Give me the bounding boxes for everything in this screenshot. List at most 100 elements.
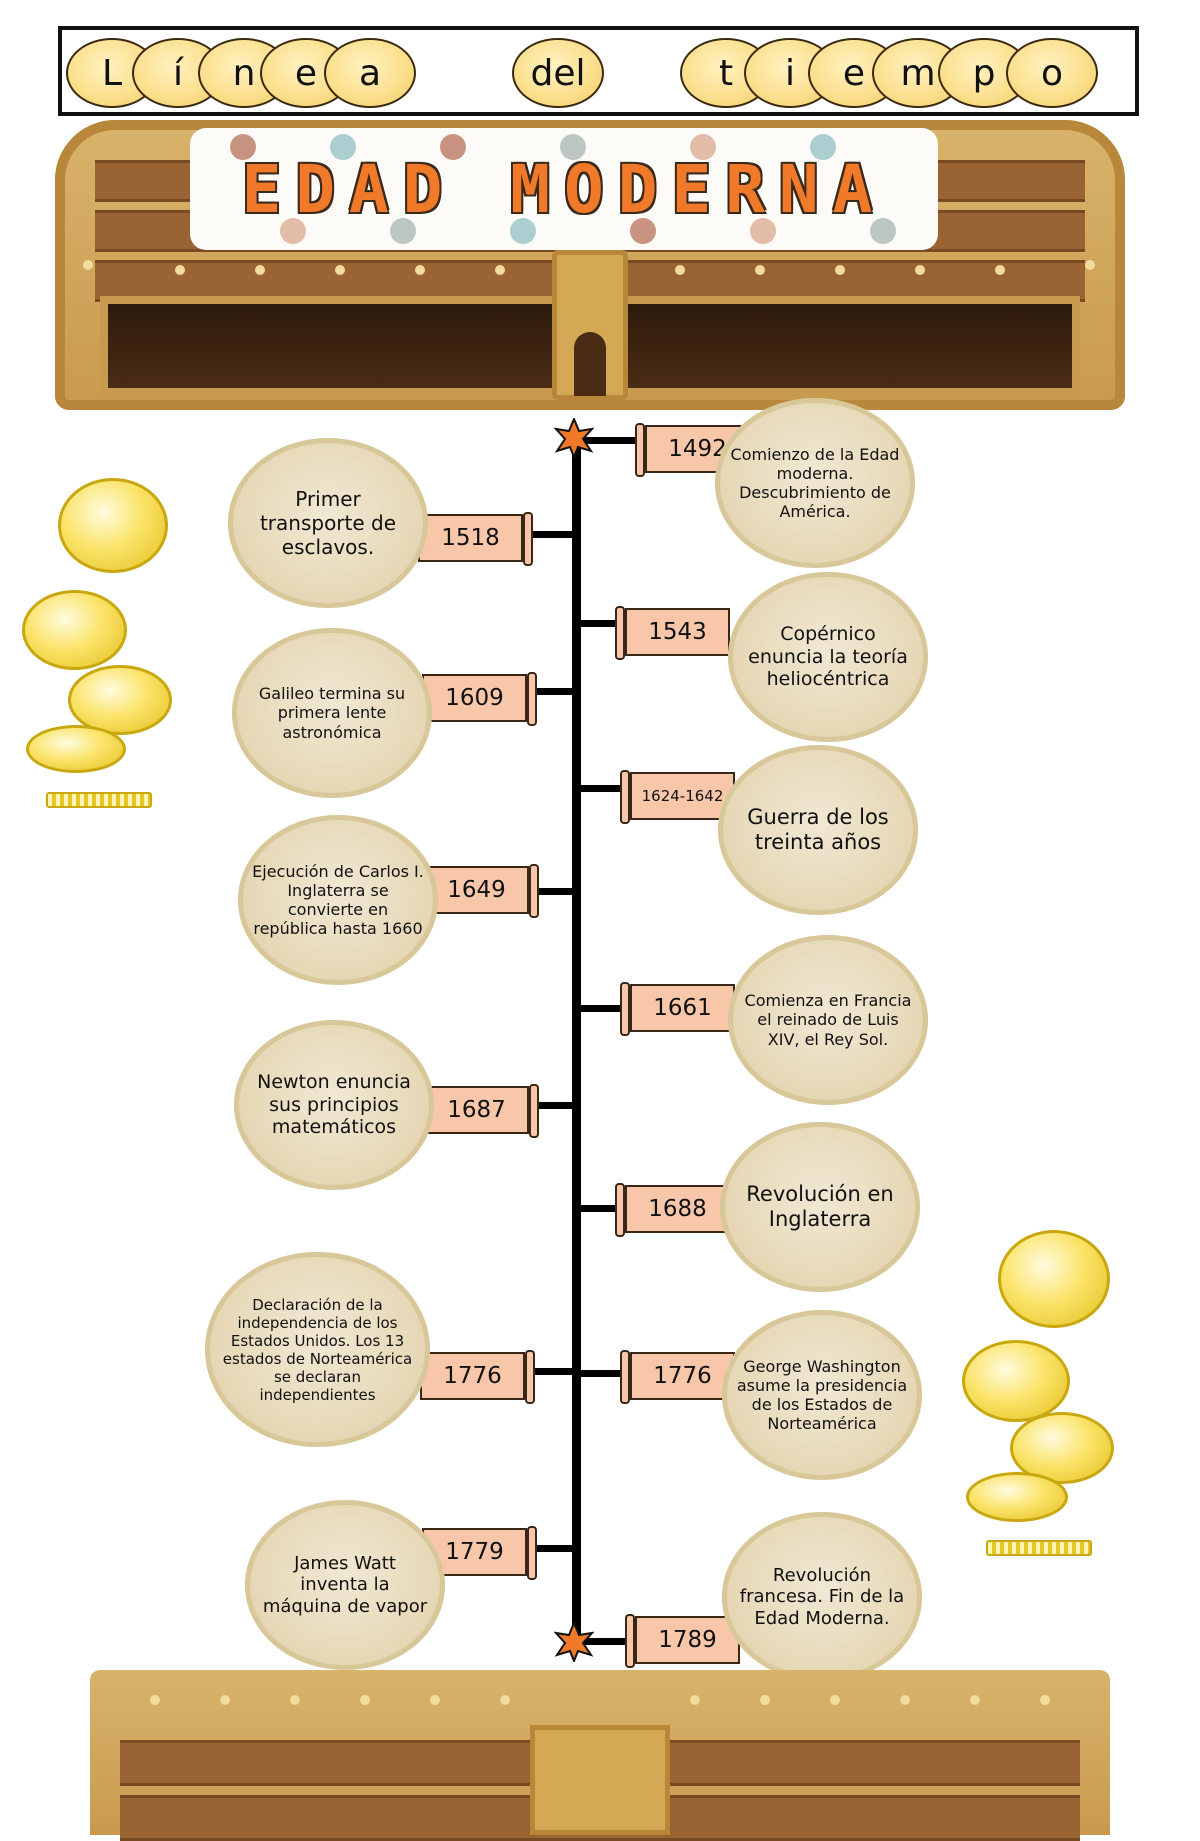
event-coin: Revolución francesa. Fin de la Edad Mode…: [722, 1512, 922, 1682]
event-coin: Primer transporte de esclavos.: [228, 438, 428, 608]
chest-lock-plate: [530, 1725, 670, 1835]
page-title: EDAD MODERNA: [241, 150, 887, 228]
event-text: Revolución en Inglaterra: [746, 1181, 894, 1231]
chest-stud: [900, 1695, 910, 1705]
star-marker-icon: [554, 418, 594, 458]
event-coin: Guerra de los treinta años: [718, 745, 918, 915]
gold-coin-stack-icon: [46, 792, 152, 808]
chest-stud: [83, 260, 93, 270]
chest-stud: [360, 1695, 370, 1705]
date-label: 1518: [418, 512, 533, 566]
chest-stud: [675, 265, 685, 275]
decor-dot: [630, 218, 656, 244]
event-text: Primer transporte de esclavos.: [259, 487, 397, 559]
timeline-branch: [530, 1545, 578, 1552]
event-coin: Declaración de la independencia de los E…: [205, 1252, 430, 1447]
banner-letter: o: [1006, 38, 1098, 108]
banner-letter: m: [872, 38, 964, 108]
event-text: James Watt inventa la máquina de vapor: [262, 1552, 428, 1617]
date-label: 1543: [615, 606, 730, 660]
banner-letter: a: [324, 38, 416, 108]
event-text: Ejecución de Carlos I. Inglaterra se con…: [252, 861, 424, 939]
chest-stud: [755, 265, 765, 275]
decor-dot: [810, 134, 836, 160]
gold-coin-icon: [966, 1472, 1068, 1522]
event-text: Comienza en Francia el reinado de Luis X…: [744, 991, 912, 1049]
event-coin: Revolución en Inglaterra: [720, 1122, 920, 1292]
decor-dot: [510, 218, 536, 244]
date-label: 1687: [424, 1084, 539, 1138]
date-label: 1661: [620, 982, 735, 1036]
gold-coin-icon: [68, 665, 172, 735]
decor-dot: [560, 134, 586, 160]
decor-dot: [330, 134, 356, 160]
chest-stud: [335, 265, 345, 275]
date-label: 1609: [422, 672, 537, 726]
event-text: Declaración de la independencia de los E…: [222, 1295, 413, 1404]
chest-stud: [1040, 1695, 1050, 1705]
event-text: Guerra de los treinta años: [747, 804, 889, 854]
gold-coin-icon: [962, 1340, 1070, 1422]
date-label: 1624-1642: [620, 770, 735, 824]
chest-stud: [220, 1695, 230, 1705]
decor-dot: [390, 218, 416, 244]
date-label: 1776: [620, 1350, 735, 1404]
event-text: Newton enuncia sus principios matemático…: [257, 1070, 411, 1139]
timeline-branch: [575, 1205, 625, 1212]
decor-dot: [690, 134, 716, 160]
event-coin: Ejecución de Carlos I. Inglaterra se con…: [238, 815, 438, 985]
timeline-branch: [575, 785, 630, 792]
timeline-spine: [572, 432, 581, 1647]
chest-latch-hole: [574, 332, 606, 396]
chest-stud: [500, 1695, 510, 1705]
gold-coin-icon: [22, 590, 127, 670]
banner-letter: del: [512, 38, 604, 108]
chest-stud: [1085, 260, 1095, 270]
title-plaque: EDAD MODERNA: [190, 128, 938, 250]
gold-coin-icon: [1010, 1412, 1114, 1484]
timeline-branch: [530, 688, 578, 695]
chest-stud: [415, 265, 425, 275]
event-coin: James Watt inventa la máquina de vapor: [245, 1500, 445, 1670]
gold-coin-stack-icon: [986, 1540, 1092, 1556]
timeline-branch: [575, 1638, 635, 1645]
event-text: Comienzo de la Edad moderna. Descubrimie…: [730, 444, 900, 522]
chest-stud: [175, 265, 185, 275]
decor-dot: [750, 218, 776, 244]
date-label: 1649: [424, 864, 539, 918]
timeline-branch: [530, 1368, 578, 1375]
chest-base: [90, 1670, 1110, 1841]
decor-dot: [440, 134, 466, 160]
gold-coin-icon: [58, 478, 168, 573]
timeline-branch: [575, 1005, 630, 1012]
event-coin: Galileo termina su primera lente astronó…: [232, 628, 432, 798]
chest-stud: [495, 265, 505, 275]
gold-coin-icon: [998, 1230, 1110, 1328]
event-coin: Copérnico enuncia la teoría heliocéntric…: [728, 572, 928, 742]
star-marker-icon: [554, 1622, 594, 1662]
chest-stud: [830, 1695, 840, 1705]
chest-stud: [970, 1695, 980, 1705]
event-coin: Newton enuncia sus principios matemático…: [234, 1020, 434, 1190]
timeline-branch: [530, 1102, 578, 1109]
event-coin: Comienza en Francia el reinado de Luis X…: [728, 935, 928, 1105]
chest-stud: [150, 1695, 160, 1705]
event-coin: George Washington asume la presidencia d…: [722, 1310, 922, 1480]
timeline-branch: [530, 888, 578, 895]
date-label: 1776: [420, 1350, 535, 1404]
date-label: 1789: [625, 1614, 740, 1668]
event-text: George Washington asume la presidencia d…: [736, 1356, 908, 1434]
chest-stud: [430, 1695, 440, 1705]
decor-dot: [280, 218, 306, 244]
chest-stud: [995, 265, 1005, 275]
decor-dot: [870, 218, 896, 244]
timeline-branch: [575, 437, 645, 444]
decor-dot: [230, 134, 256, 160]
timeline-branch: [575, 1370, 630, 1377]
event-text: Copérnico enuncia la teoría heliocéntric…: [748, 622, 908, 691]
chest-stud: [915, 265, 925, 275]
event-coin: Comienzo de la Edad moderna. Descubrimie…: [715, 398, 915, 568]
chest-stud: [760, 1695, 770, 1705]
timeline-branch: [575, 620, 625, 627]
chest-stud: [290, 1695, 300, 1705]
